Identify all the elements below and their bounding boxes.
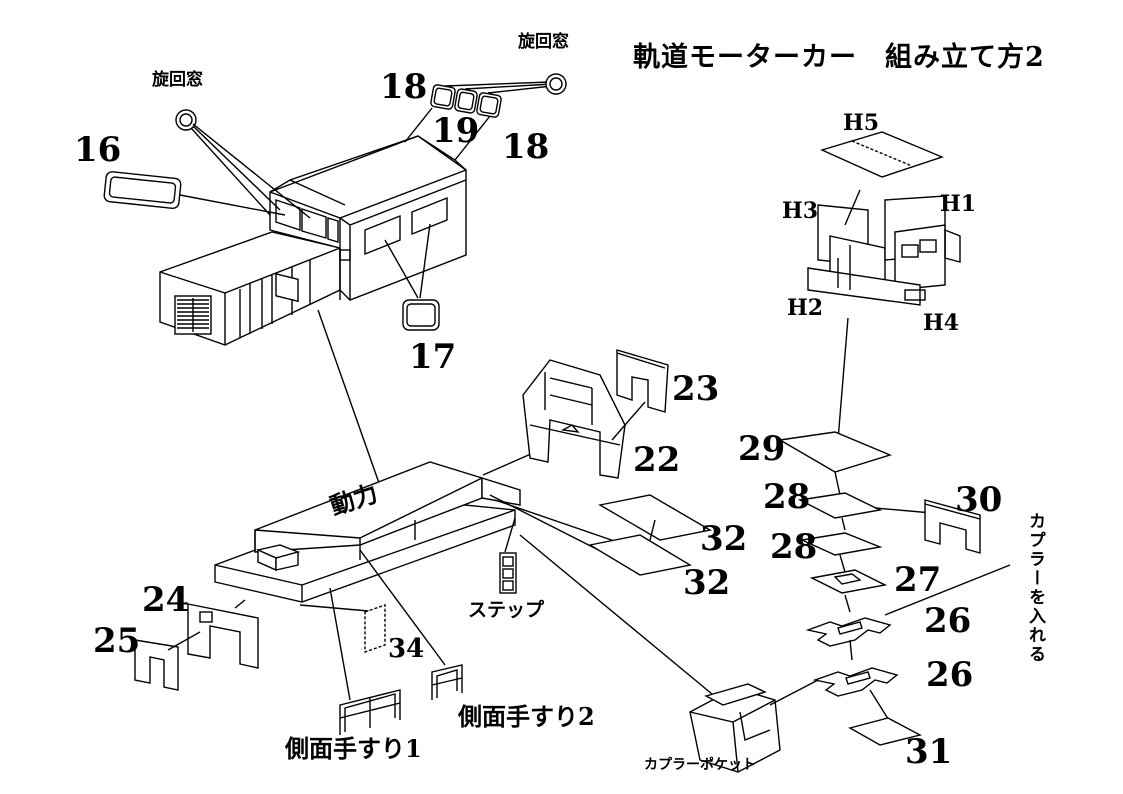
part-18-19-windows (404, 81, 553, 161)
label-27: 27 (894, 560, 942, 600)
part-h5 (820, 131, 944, 178)
label-28a: 28 (763, 477, 811, 517)
cab-assembly (159, 135, 467, 346)
label-30: 30 (955, 480, 1003, 520)
label-24: 24 (142, 580, 190, 620)
part-16-window (103, 171, 182, 209)
part-17-window (402, 299, 440, 331)
part-24 (187, 603, 259, 669)
part-23 (616, 349, 669, 413)
part-32-upper (598, 494, 712, 541)
parts-h1-h4 (807, 189, 961, 306)
label-h4: H4 (923, 310, 960, 336)
label-18a: 18 (380, 67, 428, 107)
part-34 (364, 604, 386, 653)
coupler-insert-label: カプラーを入れる (1025, 512, 1045, 664)
label-18b: 18 (502, 127, 550, 167)
rotating-window-label-right: 旋回窓 (518, 32, 569, 52)
part-32-lower (588, 534, 692, 576)
label-26a: 26 (924, 601, 972, 641)
coupler-pocket (689, 683, 781, 773)
part-31 (848, 717, 922, 746)
part-26-lower (812, 667, 899, 697)
step-label: ステップ (468, 599, 545, 621)
label-32a: 32 (700, 519, 748, 559)
coupler-pocket-label: カプラーポケット (644, 757, 756, 773)
part-25 (134, 639, 179, 691)
label-16: 16 (74, 130, 122, 170)
handrail-2-label: 側面手すり2 (458, 702, 595, 731)
rotating-window-right (545, 73, 567, 95)
engine-hood-deck (214, 461, 521, 603)
label-31: 31 (905, 732, 953, 772)
label-22: 22 (633, 440, 681, 480)
label-19: 19 (432, 111, 480, 151)
label-32b: 32 (683, 563, 731, 603)
part-22 (522, 359, 626, 479)
part-28-upper (797, 492, 883, 519)
label-34: 34 (388, 634, 425, 664)
label-26b: 26 (926, 655, 974, 695)
handrail-1-label: 側面手すり1 (285, 734, 422, 763)
part-30 (924, 499, 981, 554)
label-h5: H5 (843, 110, 880, 136)
rotating-window-label-left: 旋回窓 (152, 70, 203, 90)
label-h1: H1 (940, 191, 977, 217)
label-29: 29 (738, 429, 786, 469)
label-23: 23 (672, 369, 720, 409)
handrail-1 (339, 689, 401, 735)
part-27 (809, 569, 888, 594)
radiator-grille (174, 295, 212, 335)
label-25: 25 (93, 621, 141, 661)
label-h3: H3 (782, 198, 819, 224)
handrail-2 (431, 664, 463, 700)
page-title: 軌道モーターカー 組み立て方2 (633, 42, 1045, 73)
rotating-window-left (175, 109, 311, 219)
part-26-upper (805, 617, 892, 647)
part-29 (777, 431, 893, 473)
step-part (499, 552, 517, 594)
part-28-lower (799, 532, 883, 556)
label-17: 17 (409, 337, 457, 377)
label-h2: H2 (787, 295, 824, 321)
label-28b: 28 (770, 527, 818, 567)
